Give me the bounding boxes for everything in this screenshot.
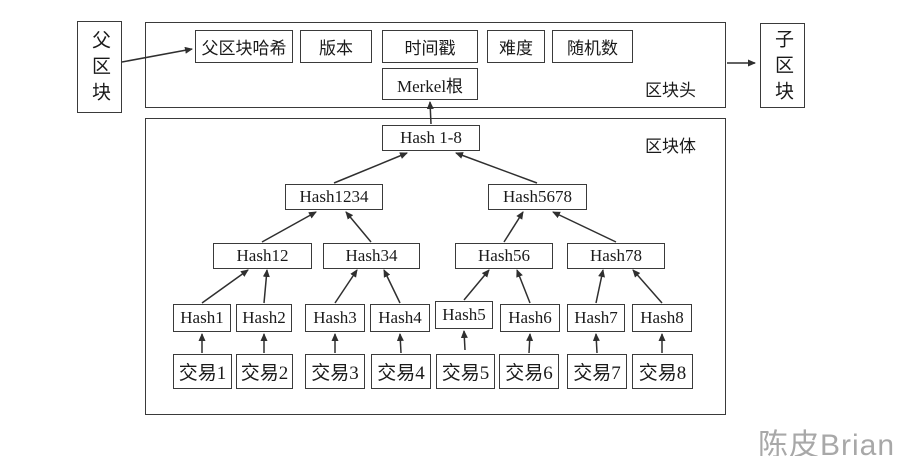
merkle-node-hash56: Hash56 xyxy=(455,243,553,269)
merkle-node-hash78: Hash78 xyxy=(567,243,665,269)
merkle-node-hash1234: Hash1234 xyxy=(285,184,383,210)
header-field-version: 版本 xyxy=(300,30,372,63)
transaction-box-2: 交易2 xyxy=(236,354,293,389)
header-field-difficulty: 难度 xyxy=(487,30,545,63)
transaction-box-1: 交易1 xyxy=(173,354,232,389)
parent-block: 父区块 xyxy=(77,21,122,113)
transaction-box-3: 交易3 xyxy=(305,354,365,389)
transaction-box-7: 交易7 xyxy=(567,354,627,389)
header-field-nonce: 随机数 xyxy=(552,30,633,63)
header-field-timestamp: 时间戳 xyxy=(382,30,478,63)
child-block: 子区块 xyxy=(760,23,805,108)
header-field-parent-hash: 父区块哈希 xyxy=(195,30,293,63)
merkle-node-hash7: Hash7 xyxy=(567,304,625,332)
merkle-node-hash5678: Hash5678 xyxy=(488,184,587,210)
block-header-label: 区块头 xyxy=(645,81,696,100)
watermark-text: 陈皮Brian xyxy=(758,429,896,456)
merkle-root-box: Merkel根 xyxy=(382,68,478,100)
transaction-box-8: 交易8 xyxy=(632,354,693,389)
merkle-node-hash34: Hash34 xyxy=(323,243,420,269)
merkle-node-hash2: Hash2 xyxy=(236,304,292,332)
transaction-box-5: 交易5 xyxy=(436,354,495,389)
merkle-node-hash3: Hash3 xyxy=(305,304,365,332)
merkle-node-hash4: Hash4 xyxy=(370,304,430,332)
merkle-node-hash12: Hash12 xyxy=(213,243,312,269)
merkle-node-hash1: Hash1 xyxy=(173,304,231,332)
block-body-label: 区块体 xyxy=(645,137,696,156)
merkle-node-hash5: Hash5 xyxy=(435,301,493,329)
merkle-node-hash6: Hash6 xyxy=(500,304,560,332)
transaction-box-4: 交易4 xyxy=(371,354,431,389)
merkle-node-hash8: Hash8 xyxy=(632,304,692,332)
transaction-box-6: 交易6 xyxy=(499,354,559,389)
merkle-node-root: Hash 1-8 xyxy=(382,125,480,151)
